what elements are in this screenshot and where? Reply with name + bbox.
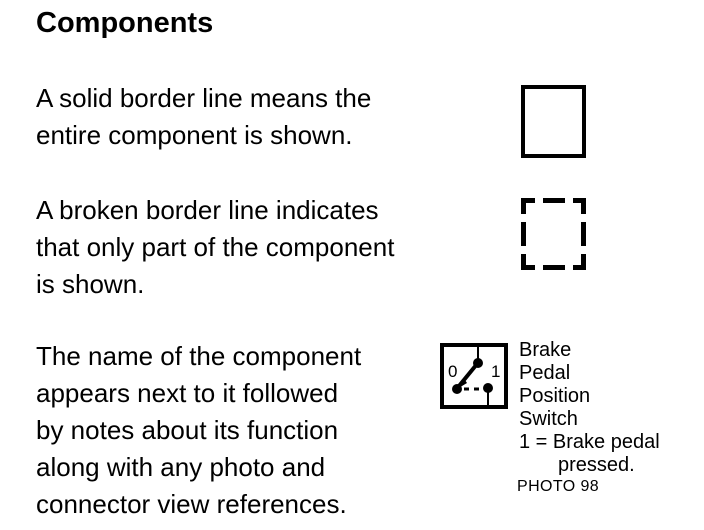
component-name-line-3: Position <box>519 385 591 407</box>
component-note-line-2: pressed. <box>558 454 635 476</box>
switch-terminal-label-1: 1 <box>491 362 500 381</box>
broken-border-example-box <box>521 198 586 270</box>
photo-reference: PHOTO 98 <box>517 478 600 495</box>
component-caption: Brake Pedal Position Switch 1 = Brake pe… <box>519 339 704 477</box>
dashed-edge-left <box>521 198 526 270</box>
dashed-edge-top <box>521 198 586 203</box>
dashed-edge-right <box>581 198 586 270</box>
component-name-line-2: Pedal <box>519 362 571 384</box>
paragraph-component-name: The name of the component appears next t… <box>36 341 362 519</box>
paragraph-broken-border: A broken border line indicates that only… <box>36 195 395 299</box>
switch-terminal-label-0: 0 <box>448 362 457 381</box>
dashed-edge-bottom <box>521 265 586 270</box>
brake-pedal-position-switch-symbol: 0 1 <box>440 343 508 409</box>
switch-schematic-icon: 0 1 <box>448 347 500 405</box>
component-note-line-1: 1 = Brake pedal <box>519 431 660 453</box>
solid-border-example-box <box>521 85 586 158</box>
component-name-line-1: Brake <box>519 339 572 361</box>
paragraph-solid-border: A solid border line means the entire com… <box>36 83 372 150</box>
component-name-line-4: Switch <box>519 408 578 430</box>
page-title: Components <box>36 7 214 39</box>
